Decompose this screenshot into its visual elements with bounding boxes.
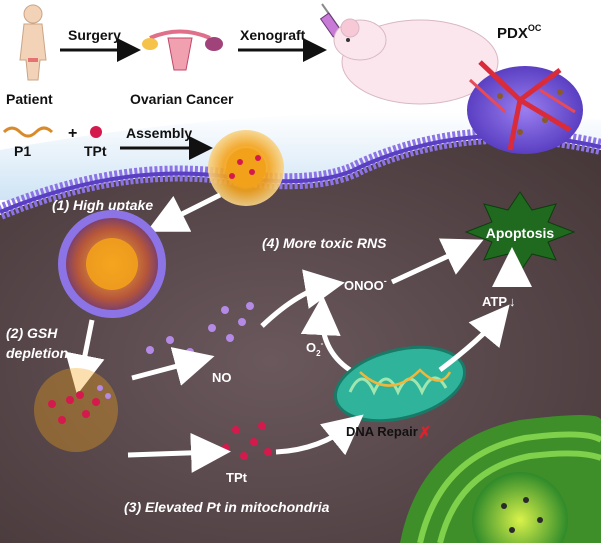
mouse-icon (333, 18, 512, 131)
more-toxic-rns-label: (4) More toxic RNS (262, 235, 387, 251)
mito-to-atp-arrow (438, 304, 510, 372)
gsh-label-line1: (2) GSH (6, 325, 58, 341)
p1-polymer-icon (2, 126, 54, 138)
no-to-onoo-arrow (260, 269, 345, 328)
o2-label: O2- (306, 339, 324, 358)
dna-repair-blocked-icon: ✗ (418, 425, 431, 442)
no-label: NO (212, 370, 232, 385)
disassembled-particles (34, 368, 118, 452)
endosome-vesicle (58, 210, 166, 318)
nanoparticle (208, 130, 284, 206)
gsh-arrow (65, 319, 105, 395)
p1-label: P1 (14, 143, 31, 159)
tpt-to-mito-arrow (275, 414, 364, 456)
tumor-icon (467, 60, 583, 154)
xenograft-label: Xenograft (240, 27, 306, 43)
surgery-label: Surgery (68, 27, 121, 43)
onoo-label: ONOO- (344, 276, 387, 293)
high-uptake-label: (1) High uptake (52, 197, 153, 213)
endoplasmic-reticulum (400, 415, 601, 543)
gsh-label-line2: depletion (6, 345, 68, 361)
dna-repair-label: DNA Repair (346, 424, 418, 439)
assembly-label: Assembly (126, 125, 192, 141)
patient-figure (19, 4, 47, 81)
atp-label: ATP↓ (482, 294, 516, 309)
ovarian-cancer-label: Ovarian Cancer (130, 91, 234, 107)
elevated-pt-label: (3) Elevated Pt in mitochondria (124, 499, 330, 515)
pdx-label: PDXOC (497, 23, 542, 42)
no-arrow (131, 347, 215, 386)
mitochondrion (333, 345, 467, 423)
patient-label: Patient (6, 91, 53, 107)
onoo-to-apoptosis-arrow (390, 238, 484, 285)
apoptosis-label: Apoptosis (486, 225, 555, 241)
tpt-legend-icon (90, 126, 102, 138)
tpt-label: TPt (226, 470, 248, 485)
plus-sign: + (68, 125, 77, 142)
o2-to-onoo-arrow (300, 295, 352, 373)
ovary-uterus-icon (142, 29, 223, 71)
tpt-arrow (127, 432, 231, 473)
uptake-arrow (146, 192, 222, 232)
tpt-legend-label: TPt (84, 143, 107, 159)
